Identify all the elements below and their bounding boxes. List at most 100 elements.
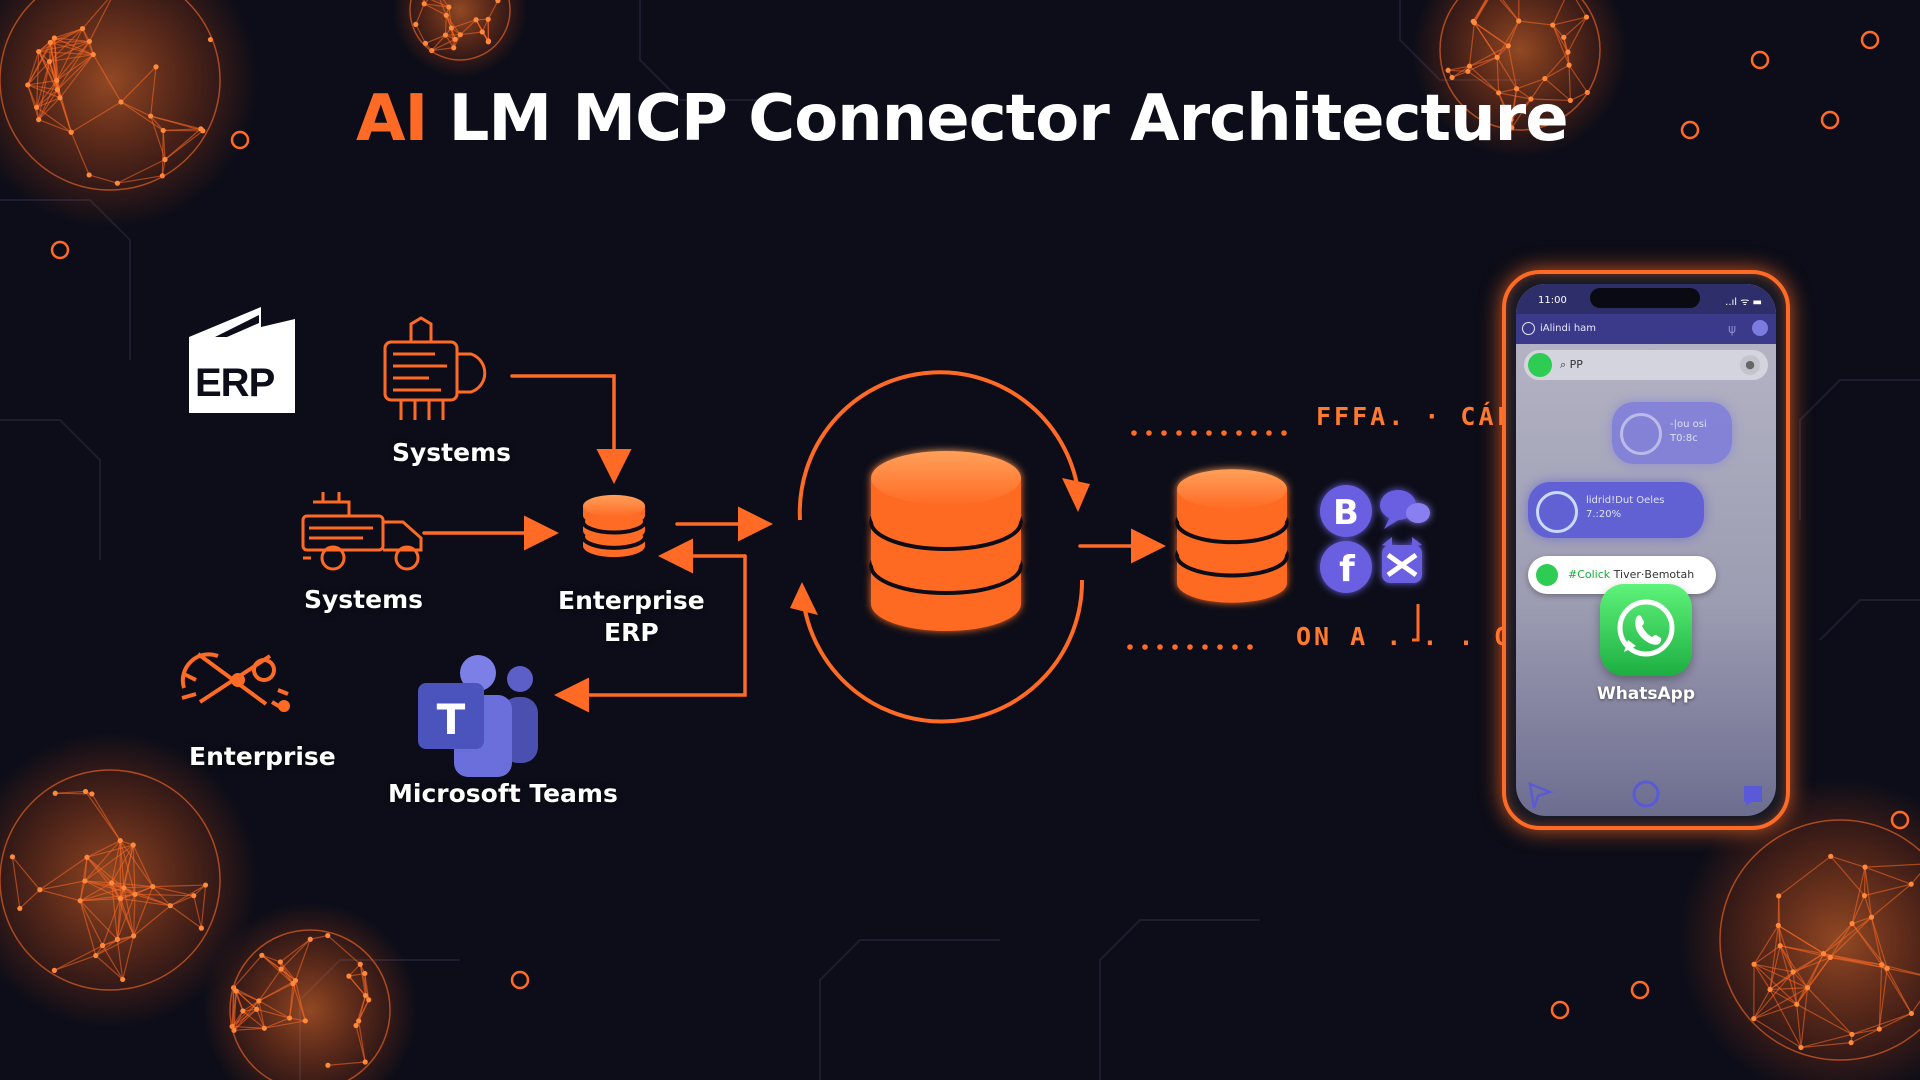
neural-globe (0, 0, 259, 229)
phone-notch (1590, 288, 1700, 308)
network-node (1890, 810, 1910, 830)
status-time: 11:00 (1538, 295, 1567, 306)
search-bar[interactable]: ⌕ PP ● (1524, 350, 1768, 380)
bottom-nav (1516, 774, 1776, 816)
erp-logo-shape (189, 307, 295, 413)
neural-globe (1678, 778, 1920, 1080)
neural-globe (0, 731, 259, 1029)
facebook-icon (1320, 541, 1372, 593)
dot (1127, 644, 1133, 650)
app-title: iAlindi ham (1540, 323, 1597, 334)
enterprise-tools-icon (180, 652, 290, 712)
enterprise-erp-line2: ERP (604, 618, 659, 647)
enterprise-erp-label: Enterprise ERP (558, 585, 705, 649)
erp-database-icon (581, 494, 647, 558)
dot (1221, 430, 1227, 436)
app-logo-icon (1522, 322, 1535, 335)
network-node (510, 970, 530, 990)
signal-icons: ..ıl ᯤ ▬ (1725, 297, 1762, 308)
dot (1281, 430, 1287, 436)
connector-database-icon (1175, 469, 1289, 603)
mic-icon[interactable]: ψ (1728, 322, 1736, 336)
phone-screen: 11:00 ..ıl ᯤ ▬ iAlindi ham ψ ⌕ PP ● -|ou… (1516, 284, 1776, 816)
dot (1236, 430, 1242, 436)
send-icon (1528, 782, 1554, 809)
network-node (1630, 980, 1650, 1000)
enterprise-label: Enterprise (189, 742, 336, 771)
dotted-lines (1127, 430, 1287, 650)
dot (1187, 644, 1193, 650)
channel-icons: B f (1320, 485, 1430, 593)
status-bar: 11:00 ..ıl ᯤ ▬ (1516, 284, 1776, 314)
dot (1202, 644, 1208, 650)
dot (1217, 644, 1223, 650)
bottom-bracket (1412, 604, 1420, 642)
title-rest: LM MCP Connector Architecture (448, 82, 1569, 156)
search-text: ⌕ PP (1560, 358, 1583, 371)
assistant-avatar-icon[interactable] (1752, 320, 1768, 336)
dot (1206, 430, 1212, 436)
dot (1172, 644, 1178, 650)
network-node (1820, 110, 1840, 130)
neural-globe (1412, 0, 1628, 158)
connector-label-top: FFFA. · CÁL (1316, 402, 1515, 431)
whatsapp-label: WhatsApp (1596, 684, 1696, 704)
dot (1176, 430, 1182, 436)
chat-nav-icon (1744, 786, 1762, 806)
dot (1131, 430, 1137, 436)
whatsapp-small-icon (1536, 564, 1558, 586)
network-node (1860, 30, 1880, 50)
connector-arrows (422, 374, 1166, 713)
chat-bubbles-icon (1380, 490, 1430, 529)
neural-globe (392, 0, 528, 78)
systems-top-label: Systems (392, 438, 512, 467)
app-bar: iAlindi ham ψ (1516, 314, 1776, 344)
chat-bubble-3-text: #Colick Tiver·Bemotah (1568, 568, 1695, 581)
whatsapp-app-icon[interactable] (1600, 584, 1692, 676)
whatsapp-small-icon (1528, 353, 1552, 377)
systems-chip-icon (383, 316, 487, 420)
arrow-hub-to-teams (554, 554, 747, 713)
audio-wave-icon (1620, 413, 1662, 455)
hub-cycle (790, 370, 1090, 724)
title-accent: AI (356, 82, 428, 156)
dot (1191, 430, 1197, 436)
erp-logo: ERP (189, 305, 295, 413)
svg-text:B: B (1333, 493, 1359, 533)
phone-mockup: 11:00 ..ıl ᯤ ▬ iAlindi ham ψ ⌕ PP ● -|ou… (1502, 270, 1790, 830)
teams-letter: T (437, 695, 466, 744)
enterprise-erp-line1: Enterprise (558, 586, 705, 615)
dot (1266, 430, 1272, 436)
systems-machine-icon (301, 492, 423, 571)
systems-left-label: Systems (304, 585, 424, 614)
voice-input-icon[interactable]: ● (1740, 355, 1760, 375)
audio-wave-icon (1536, 491, 1578, 533)
arrow-systems-top-to-erp (510, 374, 632, 484)
central-hub-database-icon (869, 451, 1023, 631)
home-ring-icon (1632, 780, 1660, 808)
dot (1251, 430, 1257, 436)
dot (1142, 644, 1148, 650)
b-icon (1320, 485, 1372, 537)
page-title: AI LM MCP Connector Architecture (356, 82, 1569, 156)
microsoft-teams-label: Microsoft Teams (388, 779, 618, 808)
chat-bubble-3[interactable]: #Colick Tiver·Bemotah (1528, 556, 1716, 594)
network-node (50, 240, 70, 260)
dot (1161, 430, 1167, 436)
network-node (1680, 120, 1700, 140)
network-node (230, 130, 250, 150)
dot (1232, 644, 1238, 650)
dot (1157, 644, 1163, 650)
dot (1247, 644, 1253, 650)
network-node (1550, 1000, 1570, 1020)
dot (1146, 430, 1152, 436)
erp-logo-text: ERP (195, 361, 275, 405)
svg-text:f: f (1339, 549, 1355, 590)
microsoft-teams-icon: T (418, 655, 538, 777)
